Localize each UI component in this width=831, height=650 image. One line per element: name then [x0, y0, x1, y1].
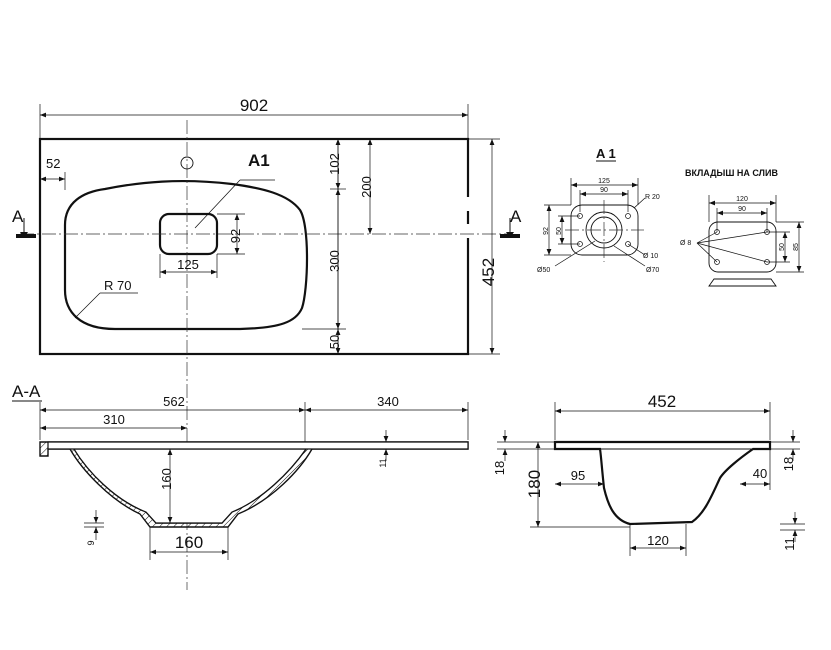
detail-a1: A 1 125 90 R 20 92 50 Ø 10	[537, 146, 660, 274]
dim-side-120: 120	[647, 533, 669, 548]
edge-notch	[464, 224, 472, 238]
dim-bowl-160: 160	[159, 468, 174, 490]
side-body	[553, 440, 772, 526]
detail-a1-d70: Ø70	[646, 267, 659, 274]
svg-text:A: A	[12, 207, 24, 226]
insert-d8: Ø 8	[680, 240, 691, 247]
detail-a1-title: A 1	[596, 146, 616, 161]
detail-a1-w125: 125	[598, 178, 610, 185]
insert-profile	[708, 278, 777, 287]
detail-a1-h92: 92	[543, 227, 550, 235]
dim-hole-102: 102	[327, 153, 342, 175]
dim-side-18-right: 18	[781, 457, 796, 471]
detail-a1-w90: 90	[600, 187, 608, 194]
detail-a1-r20: R 20	[645, 194, 660, 201]
dim-bottom-9: 9	[86, 540, 96, 545]
insert-detail: ВКЛАДЫШ НА СЛИВ 120 90 Ø 8 50 85	[680, 168, 804, 287]
detail-a1-d50: Ø50	[537, 267, 550, 274]
svg-text:A: A	[510, 207, 522, 226]
section-aa: A-A 562 340 310 11 160 160 9	[12, 382, 469, 560]
dim-edge-52: 52	[46, 156, 60, 171]
dim-right-340: 340	[377, 394, 399, 409]
dim-bottom-160: 160	[175, 533, 203, 552]
dim-side-40: 40	[753, 466, 767, 481]
insert-hole	[714, 259, 720, 265]
section-marker-right: A	[500, 207, 522, 238]
dim-width-902: 902	[240, 96, 268, 115]
countertop-outline	[38, 137, 470, 356]
insert-h85: 85	[793, 243, 800, 251]
dim-center-200: 200	[359, 176, 374, 198]
insert-plate	[708, 221, 777, 273]
bowl-outline	[63, 179, 309, 331]
edge-notch	[464, 197, 472, 211]
dim-side-180: 180	[525, 470, 544, 498]
detail-a1-d10: Ø 10	[643, 253, 658, 260]
dim-side-11: 11	[782, 537, 797, 551]
side-section: 452 180 18 18 95 40 120	[492, 392, 805, 556]
dim-radius-r70: R 70	[104, 278, 131, 293]
detail-a1-hole	[625, 241, 631, 247]
top-view: 902 52 A1 92 125 R 70 102 200 300	[12, 96, 522, 590]
dim-side-18-left: 18	[492, 461, 507, 475]
detail-a1-h50: 50	[556, 227, 563, 235]
dim-front-50: 50	[327, 335, 342, 349]
insert-w90: 90	[738, 206, 746, 213]
dim-drain-125: 125	[177, 257, 199, 272]
dim-side-95: 95	[571, 468, 585, 483]
insert-w120: 120	[736, 196, 748, 203]
insert-title: ВКЛАДЫШ НА СЛИВ	[685, 168, 778, 178]
section-aa-label: A-A	[12, 382, 41, 401]
insert-hole	[714, 229, 720, 235]
detail-a1-hole	[625, 213, 631, 219]
callout-a1: A1	[248, 151, 270, 170]
section-marker-left: A	[12, 207, 36, 238]
dim-bowl-300: 300	[327, 250, 342, 272]
dim-drain-92: 92	[228, 229, 243, 243]
dim-deck-11: 11	[378, 458, 388, 467]
dim-bowl-562: 562	[163, 394, 185, 409]
dim-drain-310: 310	[103, 412, 125, 427]
insert-h50: 50	[779, 243, 786, 251]
dim-depth-452: 452	[479, 258, 498, 286]
dim-side-452: 452	[648, 392, 676, 411]
